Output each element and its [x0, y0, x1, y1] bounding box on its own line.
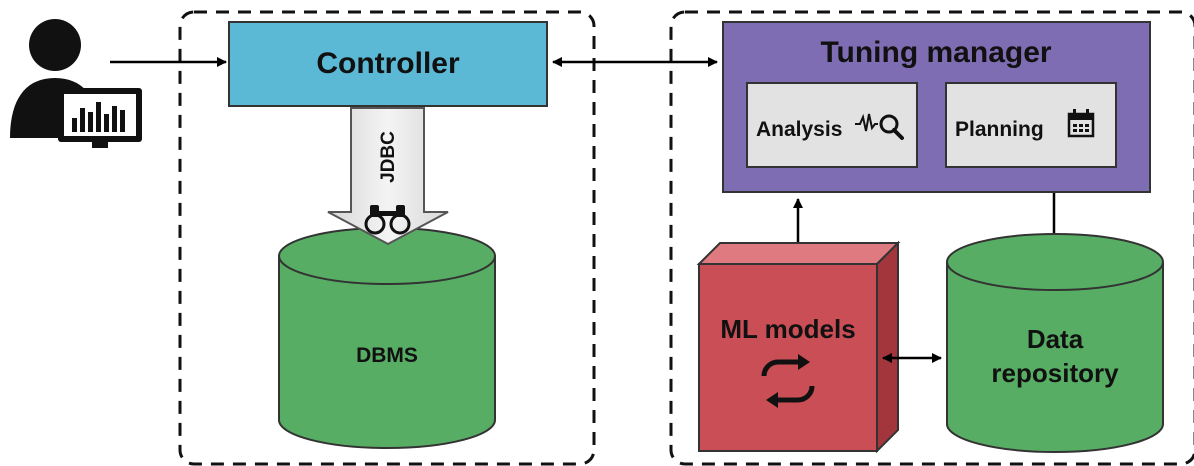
controller-label: Controller — [316, 47, 460, 80]
tuning-side-group — [669, 10, 1194, 466]
data-repository-cylinder: Data repository — [946, 233, 1164, 453]
data-repository-label-line2: repository — [991, 358, 1119, 388]
ml-models-cube: ML models — [696, 240, 901, 454]
jdbc-arrow: JDBC — [327, 107, 449, 246]
analysis-box: Analysis — [746, 82, 918, 168]
jdbc-label: JDBC — [378, 131, 399, 183]
binoculars-icon — [364, 205, 411, 235]
dbms-label: DBMS — [356, 344, 418, 367]
calendar-icon — [1067, 109, 1095, 138]
user-with-monitor-icon — [10, 19, 142, 148]
tuning-manager-label: Tuning manager — [820, 36, 1051, 69]
planning-label: Planning — [955, 118, 1044, 141]
dbms-cylinder: DBMS — [278, 227, 496, 449]
planning-box: Planning — [945, 82, 1117, 168]
analysis-label: Analysis — [756, 118, 842, 141]
waveform-search-icon — [855, 113, 904, 140]
ml-models-label: ML models — [720, 314, 855, 344]
tuning-manager-box: Tuning manager Analysis Planning — [722, 21, 1151, 193]
dbms-side-group — [178, 10, 596, 466]
controller-box: Controller — [228, 21, 548, 107]
data-repository-label-line1: Data — [1027, 324, 1084, 354]
refresh-cycle-icon — [761, 354, 815, 408]
